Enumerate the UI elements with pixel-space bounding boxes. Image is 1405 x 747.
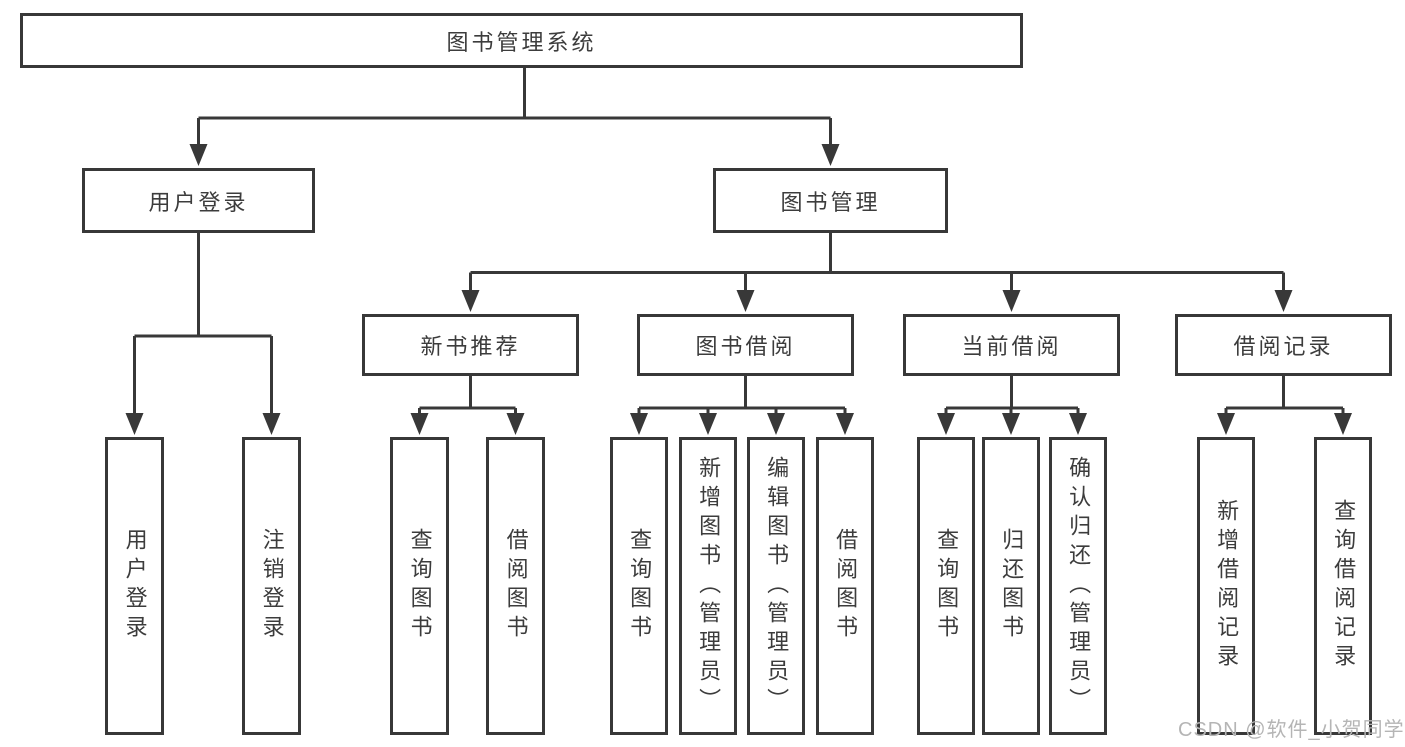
leaf-borrow-book-newrec: 借阅图书 [486,437,545,735]
leaf-logout-login-label: 注销登录 [259,528,285,644]
leaf-borrow-book: 借阅图书 [816,437,874,735]
leaf-query-borrow-record: 查询借阅记录 [1314,437,1372,735]
leaf-user-login-label: 用户登录 [122,528,148,644]
leaf-add-borrow-record: 新增借阅记录 [1197,437,1255,735]
connector-userlogin-to-leaves [133,233,273,417]
connector-newbook-to-leaves [418,376,517,417]
leaf-borrow-book-label: 借阅图书 [833,528,859,644]
node-new-book-recommend-label: 新书推荐 [420,334,521,359]
node-root: 图书管理系统 [20,13,1023,68]
connector-currentborrow-to-leaves [944,376,1080,417]
node-book-borrow: 图书借阅 [637,314,854,376]
leaf-query-book-current: 查询图书 [917,437,975,735]
leaf-confirm-return-admin-label: 确认归还（管理员） [1066,455,1092,717]
leaf-return-book-label: 归还图书 [999,528,1025,644]
leaf-return-book: 归还图书 [982,437,1040,735]
node-book-management-label: 图书管理 [780,189,881,215]
node-root-label: 图书管理系统 [446,29,597,55]
node-current-borrow-label: 当前借阅 [961,334,1062,359]
node-book-management: 图书管理 [713,168,948,233]
leaf-borrow-book-newrec-label: 借阅图书 [503,528,529,644]
leaf-query-book-borrow: 查询图书 [610,437,668,735]
connector-borrowrecord-to-leaves [1224,376,1345,417]
leaf-query-book-borrow-label: 查询图书 [627,528,653,644]
leaf-query-borrow-record-label: 查询借阅记录 [1331,499,1357,673]
leaf-user-login: 用户登录 [105,437,164,735]
leaf-add-borrow-record-label: 新增借阅记录 [1214,499,1240,673]
leaf-logout-login: 注销登录 [242,437,301,735]
leaf-add-book-admin-label: 新增图书（管理员） [696,455,722,717]
leaf-add-book-admin: 新增图书（管理员） [679,437,737,735]
node-borrow-record-label: 借阅记录 [1233,334,1334,359]
node-current-borrow: 当前借阅 [903,314,1120,376]
node-user-login: 用户登录 [82,168,315,233]
node-borrow-record: 借阅记录 [1175,314,1392,376]
connector-bookborrow-to-leaves [637,376,847,417]
watermark: CSDN @软件_小贺同学 [1178,719,1405,741]
node-book-borrow-label: 图书借阅 [695,334,796,359]
connector-root-to-level2 [197,68,832,148]
leaf-confirm-return-admin: 确认归还（管理员） [1049,437,1107,735]
node-new-book-recommend: 新书推荐 [362,314,579,376]
leaf-query-book-newrec: 查询图书 [390,437,449,735]
node-user-login-label: 用户登录 [148,189,249,215]
leaf-query-book-current-label: 查询图书 [934,528,960,644]
leaf-edit-book-admin-label: 编辑图书（管理员） [764,455,790,717]
leaf-query-book-newrec-label: 查询图书 [407,528,433,644]
connector-bookmgmt-to-level3 [469,233,1285,294]
leaf-edit-book-admin: 编辑图书（管理员） [747,437,805,735]
